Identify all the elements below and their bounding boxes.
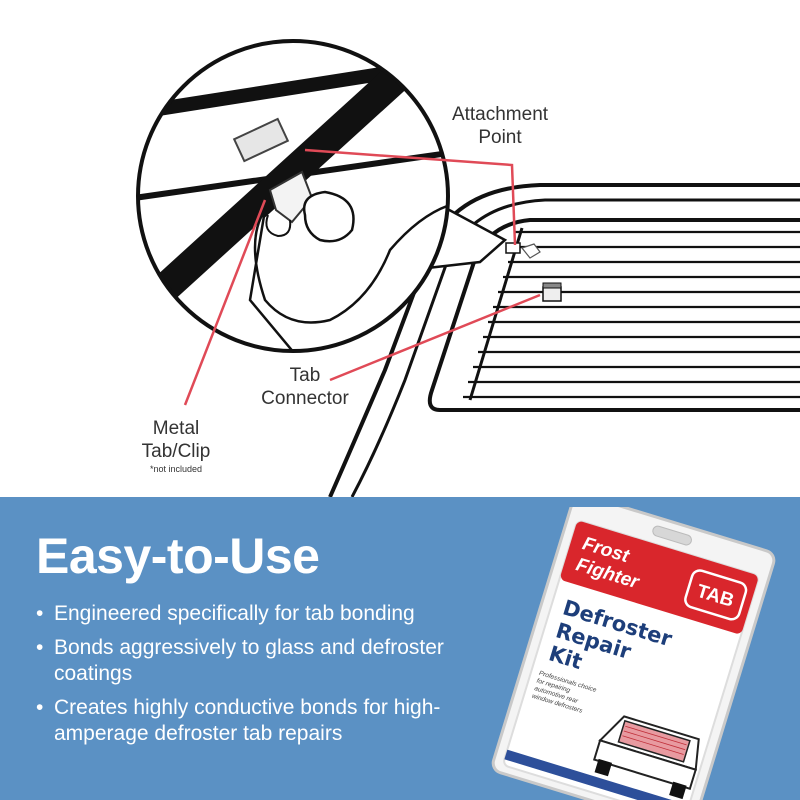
- feature-banner: Easy-to-Use • Engineered specifically for…: [0, 497, 800, 800]
- bullet-glyph: •: [36, 602, 44, 625]
- tab-connector-label: Tab Connector: [261, 365, 349, 409]
- magnifier-circle-border: [136, 39, 450, 353]
- bullet-glyph: •: [36, 696, 44, 719]
- metal-tab-label: Metal Tab/Clip: [141, 418, 211, 462]
- feature-bullet: • Bonds aggressively to glass and defrost…: [36, 635, 506, 687]
- feature-bullet-list: • Engineered specifically for tab bonding…: [36, 601, 506, 755]
- product-footer-stripe: [504, 749, 690, 800]
- feature-bullet-text: Bonds aggressively to glass and defroste…: [54, 636, 444, 685]
- defroster-grid-lines: [463, 230, 800, 399]
- car-thumbnail: [587, 701, 708, 800]
- clip-small-icon: [520, 243, 541, 259]
- product-package-image: Frost Fighter TAB Defroster Repair Kit P…: [491, 507, 776, 800]
- bullet-glyph: •: [36, 636, 44, 659]
- product-header-red: [560, 521, 758, 634]
- tab-connector-callout-line: [329, 293, 541, 382]
- attachment-point-callout-line: [304, 148, 517, 246]
- hang-hole: [652, 525, 692, 546]
- attachment-tab-small: [505, 242, 521, 254]
- attachment-point-label: Attachment Point: [451, 104, 549, 148]
- feature-bullet-text: Creates highly conductive bonds for high…: [54, 696, 441, 745]
- feature-bullet: • Engineered specifically for tab bonding: [36, 601, 506, 627]
- headline: Easy-to-Use: [36, 528, 320, 584]
- feature-bullet-text: Engineered specifically for tab bonding: [54, 602, 415, 625]
- not-included-note: *not included: [149, 464, 203, 474]
- car-rear-window-drawing: [136, 39, 800, 497]
- tab-badge: [684, 569, 748, 621]
- defroster-tab-illustration: Attachment Point Tab Connector Metal Tab…: [136, 39, 800, 497]
- tab-connector-icon: [542, 282, 562, 302]
- metal-tab-callout-line: [183, 199, 267, 406]
- feature-bullet: • Creates highly conductive bonds for hig…: [36, 695, 506, 747]
